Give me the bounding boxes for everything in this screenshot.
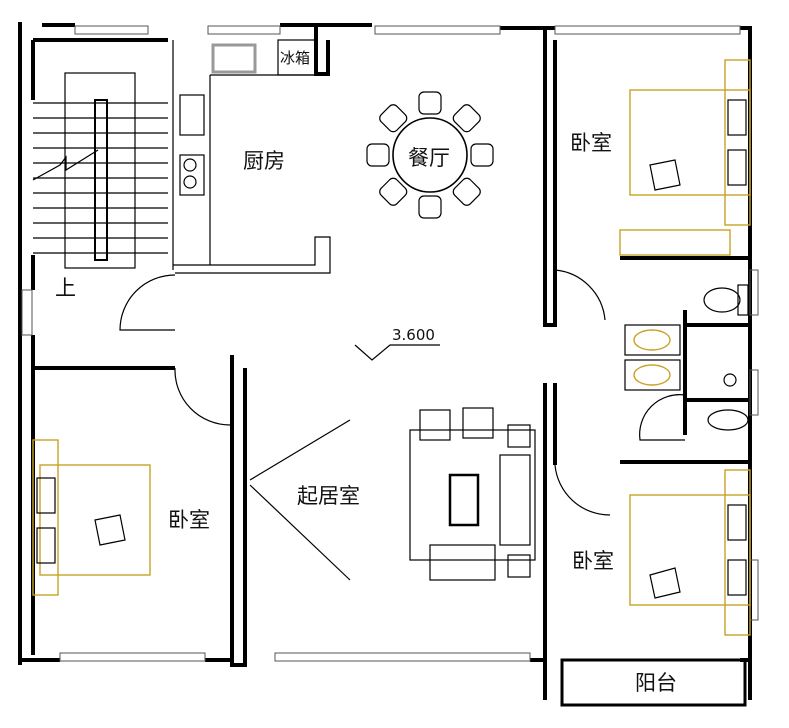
bathroom-fixtures: [624, 284, 749, 431]
staircase: [32, 72, 168, 269]
bedroom-bottom-right-label: 卧室: [572, 549, 614, 573]
fridge-label: 冰箱: [280, 49, 310, 67]
walls: [18, 22, 752, 707]
kitchen-fixtures: [172, 39, 331, 274]
elevation-label: 3.600: [392, 326, 435, 344]
elevation-marker: 3.600: [354, 326, 440, 361]
dining-table: [366, 91, 494, 219]
balcony-label: 阳台: [635, 671, 677, 695]
bedroom-left-label: 卧室: [168, 508, 210, 532]
bedroom-top-right-label: 卧室: [570, 131, 612, 155]
bed-top-right: [619, 59, 751, 256]
bed-bottom-right: [629, 469, 751, 636]
dining-chair: [452, 104, 481, 133]
living-furniture: [409, 407, 536, 581]
living-room-label: 起居室: [297, 484, 360, 508]
bed-left: [32, 439, 151, 596]
kitchen-label: 厨房: [243, 149, 285, 173]
doors: [119, 269, 686, 581]
dining-chair: [379, 177, 408, 206]
dining-chair: [379, 104, 408, 133]
dining-chair: [452, 177, 481, 206]
dining-chair: [418, 91, 442, 115]
dining-label: 餐厅: [408, 146, 450, 170]
dining-chair: [366, 143, 390, 167]
dining-chair: [470, 143, 494, 167]
windows: [21, 25, 759, 662]
dining-chair: [418, 195, 442, 219]
stairs-up-label: 上: [55, 276, 76, 300]
